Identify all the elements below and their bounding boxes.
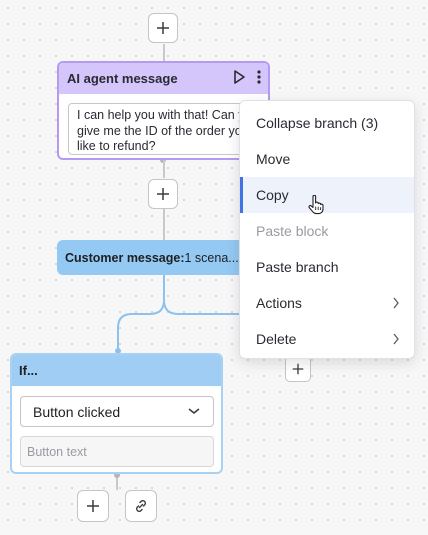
ai-agent-title: AI agent message — [67, 71, 178, 86]
condition-select[interactable]: Button clicked — [20, 396, 214, 427]
play-icon[interactable] — [232, 69, 246, 85]
menu-item-label: Actions — [256, 295, 302, 311]
connector-plus-to-customer — [163, 209, 165, 240]
menu-item-paste-branch[interactable]: Paste branch — [240, 249, 414, 285]
if-condition-block[interactable]: If... Button clicked — [10, 353, 223, 474]
chevron-down-icon — [188, 408, 200, 414]
more-vertical-icon[interactable] — [256, 69, 262, 85]
chevron-right-icon — [393, 297, 399, 309]
button-text-input[interactable] — [20, 436, 214, 467]
chevron-right-icon — [393, 333, 399, 345]
hand-pointer-cursor-icon — [308, 195, 324, 215]
add-block-button-bottom[interactable] — [77, 490, 109, 522]
menu-item-label: Copy — [256, 187, 289, 203]
context-menu: Collapse branch (3) Move Copy Paste bloc… — [239, 100, 415, 359]
menu-item-label: Paste block — [256, 223, 329, 239]
menu-item-label: Collapse branch (3) — [256, 115, 379, 131]
customer-message-detail: 1 scena... — [184, 250, 239, 265]
customer-message-label: Customer message: — [65, 250, 185, 265]
menu-item-label: Move — [256, 151, 291, 167]
ai-agent-message-block[interactable]: AI agent message I can help you with tha… — [57, 61, 270, 160]
connector-ai-to-plus — [163, 160, 165, 178]
condition-select-value: Button clicked — [33, 403, 121, 420]
menu-item-label: Paste branch — [256, 259, 339, 275]
link-icon — [136, 500, 146, 512]
menu-item-copy[interactable]: Copy — [240, 177, 414, 213]
ai-agent-header: AI agent message — [59, 63, 268, 94]
plus-icon — [157, 22, 169, 34]
customer-message-block[interactable]: Customer message: 1 scena... — [57, 240, 247, 275]
if-header: If... — [12, 355, 221, 386]
add-block-button-branch[interactable] — [285, 356, 311, 382]
plus-icon — [87, 500, 99, 512]
menu-item-label: Delete — [256, 331, 297, 347]
plus-icon — [292, 363, 304, 375]
menu-item-collapse-branch[interactable]: Collapse branch (3) — [240, 105, 414, 141]
plus-icon — [157, 188, 169, 200]
add-block-button-top[interactable] — [148, 13, 178, 43]
connector-top — [163, 44, 165, 61]
menu-item-move[interactable]: Move — [240, 141, 414, 177]
add-block-button-middle[interactable] — [148, 179, 178, 209]
ai-agent-message-text[interactable]: I can help you with that! Can you give m… — [68, 103, 268, 155]
menu-item-delete[interactable]: Delete — [240, 321, 414, 357]
link-block-button[interactable] — [125, 490, 157, 522]
menu-item-actions[interactable]: Actions — [240, 285, 414, 321]
menu-item-paste-block: Paste block — [240, 213, 414, 249]
